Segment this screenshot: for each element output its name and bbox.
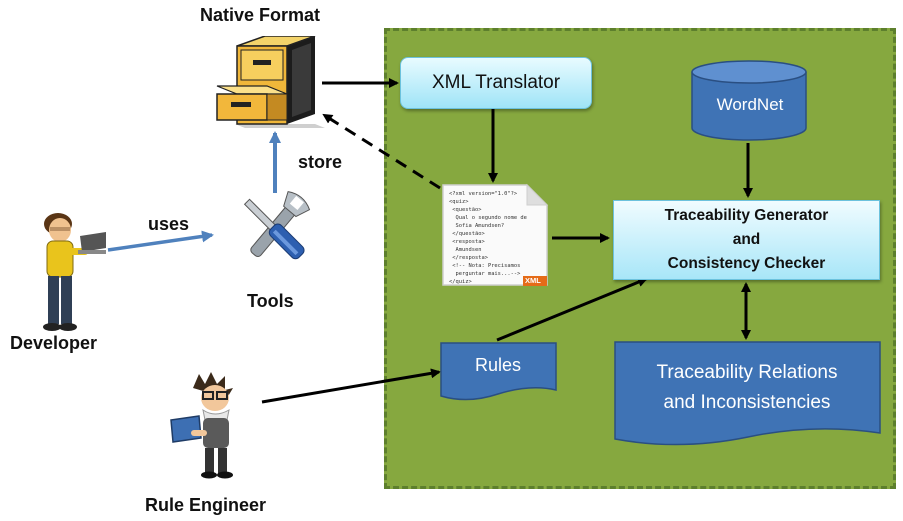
arrow-uses xyxy=(107,230,214,252)
xml-document-icon: <?xml version="1.0"?> <quiz> <questão> Q… xyxy=(441,183,549,287)
arrow-engineer-to-rules xyxy=(261,368,441,404)
relations-line2: and Inconsistencies xyxy=(663,392,831,413)
arrow-store-dashed xyxy=(322,113,441,190)
trace-title-line3: Consistency Checker xyxy=(667,255,826,272)
developer-label: Developer xyxy=(10,333,98,353)
store-label: store xyxy=(298,152,343,172)
relations-document-shape xyxy=(614,341,881,446)
traceability-generator-box: Traceability Generator and Consistency C… xyxy=(613,200,880,280)
rules-document-shape xyxy=(440,342,557,401)
xml-translator-box: XML Translator xyxy=(400,57,592,109)
wordnet-label: WordNet xyxy=(716,95,784,114)
tools-label: Tools xyxy=(247,291,294,311)
developer-icon xyxy=(43,213,106,331)
xml-page-shape xyxy=(442,183,549,286)
native-format-label: Native Format xyxy=(200,5,321,25)
tools-icon xyxy=(243,191,311,260)
xml-translator-label: XML Translator xyxy=(431,72,561,93)
xml-code-text: <?xml version="1.0"?> <quiz> <questão> Q… xyxy=(449,191,527,285)
trace-title-line2: and xyxy=(732,231,761,248)
xml-badge: XML xyxy=(525,276,541,285)
database-icon xyxy=(691,60,807,141)
file-cabinet-icon xyxy=(216,36,325,128)
uses-label: uses xyxy=(148,214,190,234)
rules-label: Rules xyxy=(474,355,522,375)
rule-engineer-label: Rule Engineer xyxy=(145,495,267,515)
relations-line1: Traceability Relations xyxy=(656,362,838,383)
arrow-rules-to-trace xyxy=(496,277,648,342)
rule-engineer-icon xyxy=(170,372,233,479)
relations-label: Traceability Relations and Inconsistenci… xyxy=(614,358,880,418)
trace-title-line1: Traceability Generator xyxy=(664,207,829,224)
